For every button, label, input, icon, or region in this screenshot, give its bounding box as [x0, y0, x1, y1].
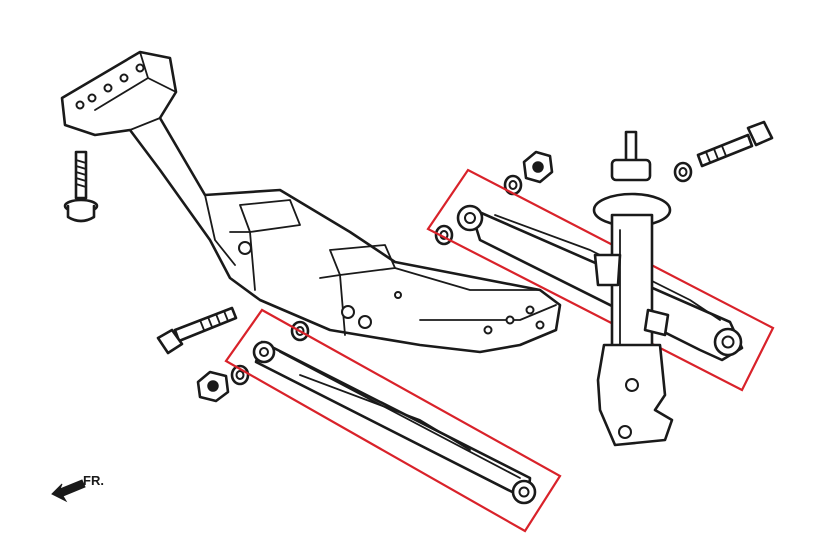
subframe-crossmember	[60, 50, 562, 354]
shock-absorber-strut	[592, 130, 674, 447]
lower-control-arm	[252, 340, 537, 505]
bolt-lower-left	[156, 306, 238, 355]
front-direction-label: FR.	[83, 473, 104, 488]
bolt-left-vertical	[63, 150, 99, 223]
nut-upper	[522, 150, 554, 184]
washer-upper-right	[673, 161, 693, 183]
lower-arm-highlight-box	[224, 308, 562, 533]
nut-lower	[196, 370, 230, 403]
front-arrow-icon	[51, 479, 86, 503]
front-direction-indicator: FR.	[51, 473, 104, 503]
bolt-upper-right	[696, 120, 774, 168]
